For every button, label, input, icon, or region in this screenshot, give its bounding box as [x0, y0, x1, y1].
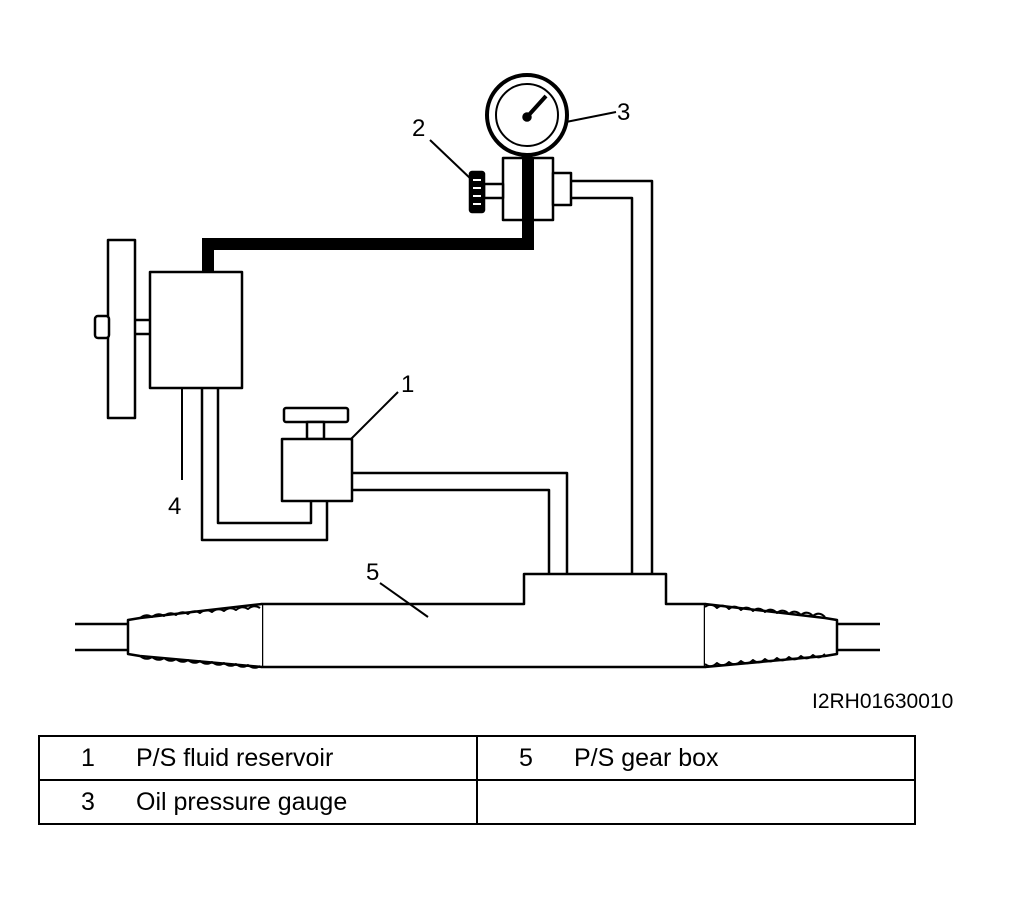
- legend-row: 1 P/S fluid reservoir 5 P/S gear box: [38, 735, 916, 781]
- callout-2: 2: [412, 115, 425, 142]
- legend-label: P/S gear box: [574, 743, 719, 772]
- callout-1: 1: [401, 371, 414, 398]
- legend-number: 3: [81, 787, 95, 816]
- leader-line-5: [379, 582, 429, 618]
- pressure-line-to-gearbox: [571, 179, 654, 574]
- ps-pump: [148, 270, 244, 390]
- leader-line-1: [349, 391, 399, 441]
- callout-4: 4: [168, 493, 181, 520]
- leader-line-2: [429, 139, 473, 181]
- figure-id: I2RH01630010: [812, 690, 953, 713]
- reservoir-line-to-gearbox: [352, 471, 569, 574]
- ps-fluid-reservoir: [280, 406, 354, 503]
- legend-label: Oil pressure gauge: [136, 787, 348, 816]
- callout-5: 5: [366, 559, 379, 586]
- legend-cell: 3 Oil pressure gauge: [38, 779, 478, 825]
- shut-off-valve-knob: [468, 170, 486, 214]
- steering-shaft-nut: [93, 314, 111, 340]
- gauge-fitting-left: [482, 182, 505, 200]
- legend-number: 1: [81, 743, 95, 772]
- leader-line-3: [565, 111, 617, 123]
- callout-3: 3: [617, 99, 630, 126]
- gauge-fitting-right: [551, 171, 573, 207]
- legend-row: 3 Oil pressure gauge: [38, 779, 916, 825]
- steering-wheel: [106, 238, 137, 420]
- legend-number: 5: [519, 743, 533, 772]
- legend-cell: 1 P/S fluid reservoir: [38, 735, 478, 781]
- legend-cell: 5 P/S gear box: [476, 735, 916, 781]
- legend-label: P/S fluid reservoir: [136, 743, 334, 772]
- parts-legend-table: 1 P/S fluid reservoir 5 P/S gear box 3 Oil …: [38, 735, 916, 825]
- ps-gear-box: [75, 572, 880, 669]
- legend-cell: [476, 779, 916, 825]
- return-hose: [181, 388, 329, 542]
